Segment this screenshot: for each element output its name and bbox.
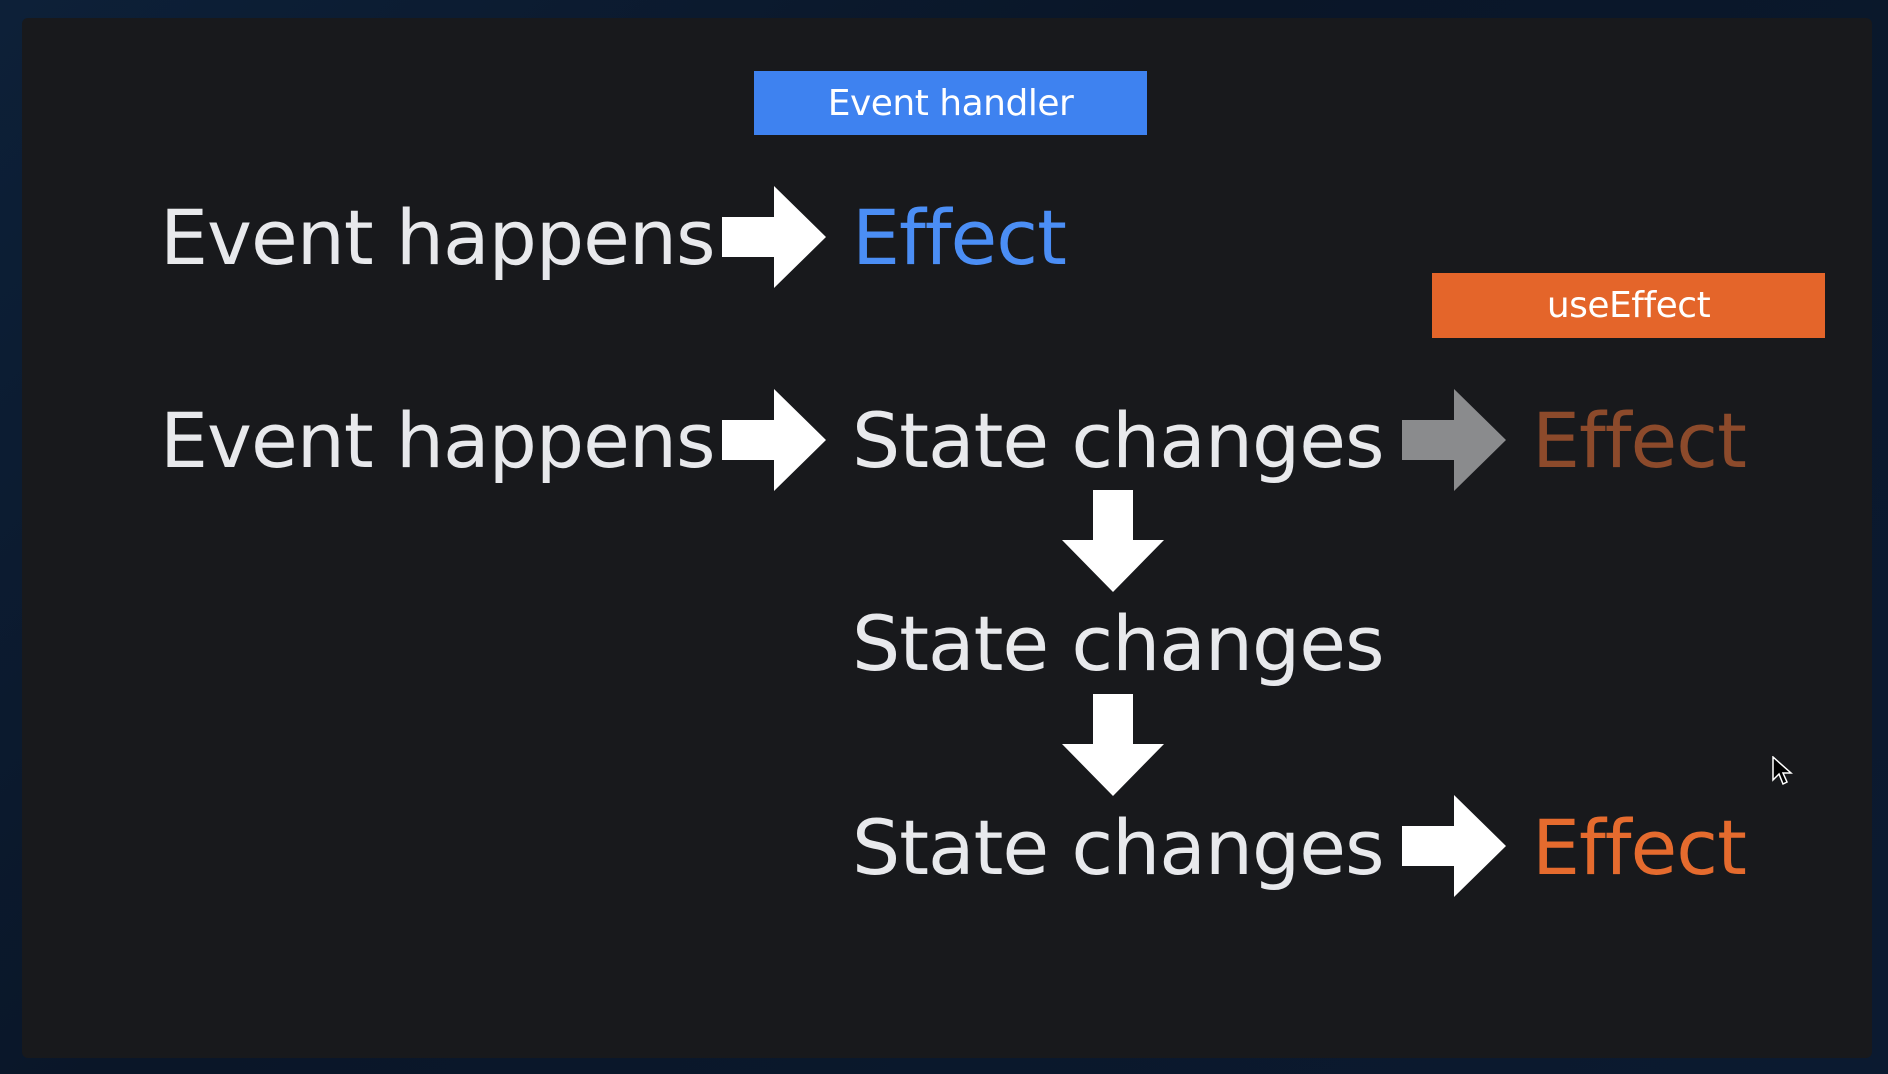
row2-dim-right-arrow-icon [1402, 389, 1506, 491]
row4-right-arrow-icon [1402, 795, 1506, 897]
row2-effect-text: Effect [1532, 396, 1747, 485]
row2-event-text: Event happens [160, 396, 716, 485]
row4-effect-text: Effect [1532, 803, 1747, 892]
down-arrow-icon-2 [1062, 694, 1164, 796]
row1-event-text: Event happens [160, 193, 716, 282]
row1-effect-text: Effect [852, 193, 1067, 282]
down-arrow-icon-1 [1062, 490, 1164, 592]
use-effect-tag: useEffect [1432, 273, 1825, 338]
row4-state-text: State changes [852, 803, 1385, 892]
row3-state-text: State changes [852, 599, 1385, 688]
row1-right-arrow-icon [722, 186, 826, 288]
mouse-cursor-icon [1772, 756, 1793, 786]
event-handler-tag: Event handler [754, 71, 1147, 135]
slide [22, 18, 1872, 1058]
row2-state-text: State changes [852, 396, 1385, 485]
row2-right-arrow-icon [722, 389, 826, 491]
